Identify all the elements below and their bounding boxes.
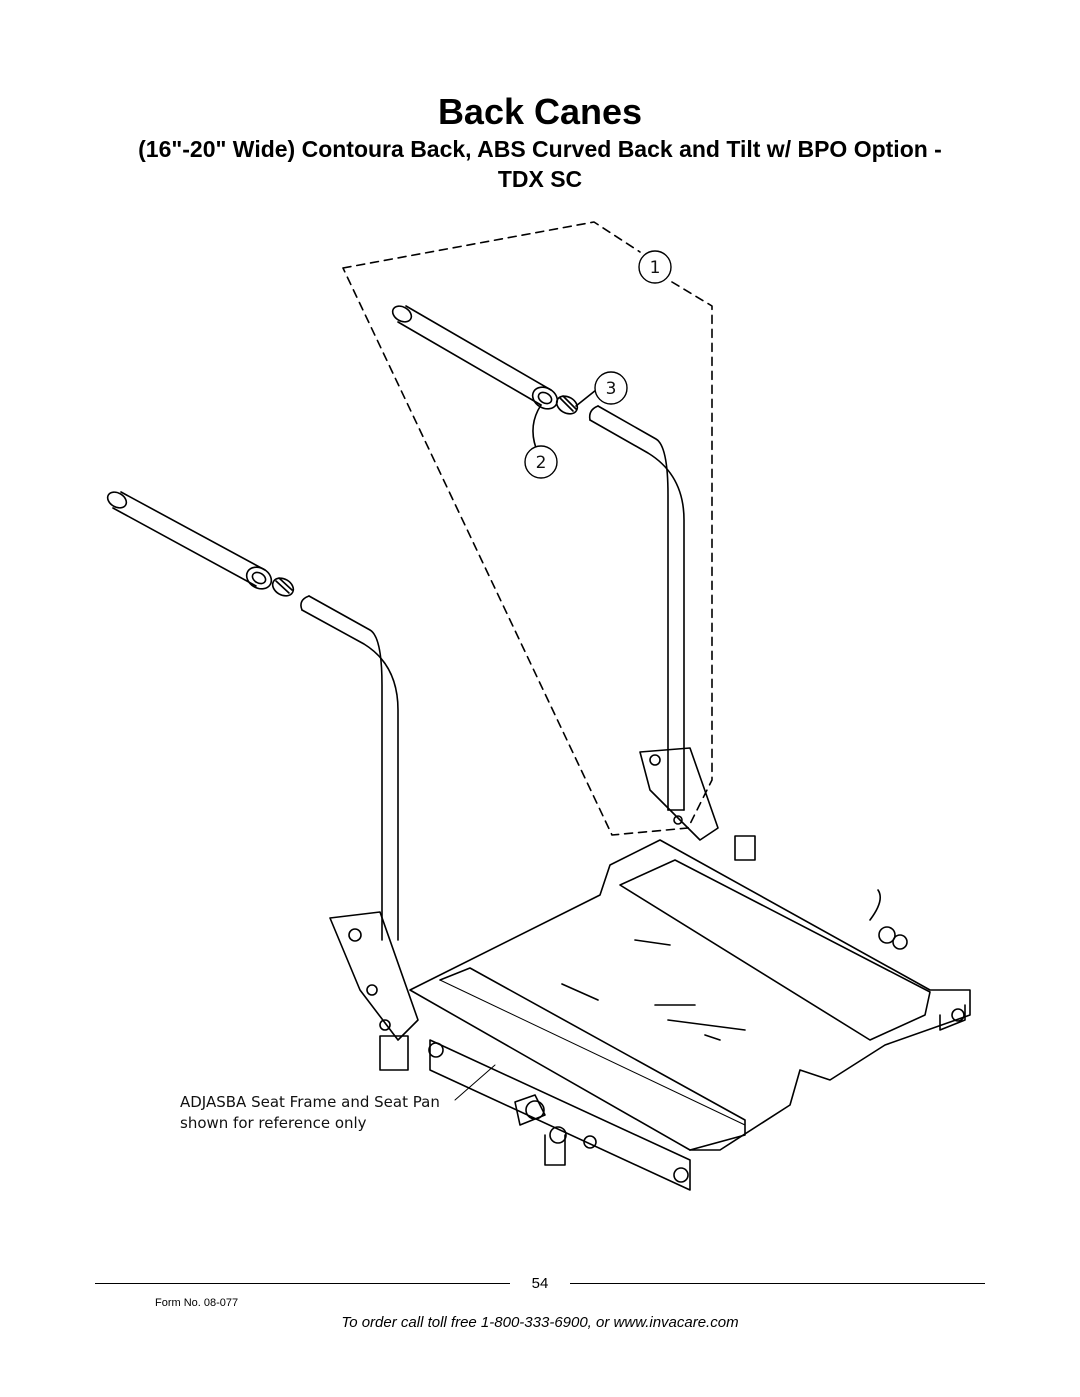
page-subtitle: (16"-20" Wide) Contoura Back, ABS Curved… bbox=[40, 134, 1040, 194]
end-plug-upper bbox=[555, 395, 579, 415]
subtitle-line-2: TDX SC bbox=[497, 166, 583, 192]
reference-note-line-1: ADJASBA Seat Frame and Seat Pan bbox=[180, 1093, 440, 1111]
order-info: To order call toll free 1-800-333-6900, … bbox=[341, 1314, 739, 1331]
callout-1-number: 1 bbox=[650, 258, 661, 278]
footer-rule-left bbox=[95, 1283, 510, 1284]
handle-grip-lower bbox=[106, 491, 273, 590]
callout-1: 1 bbox=[638, 250, 672, 284]
back-cane-right bbox=[588, 405, 756, 861]
subtitle-line-1: (16"-20" Wide) Contoura Back, ABS Curved… bbox=[138, 136, 942, 162]
callout-2-leader bbox=[532, 404, 542, 449]
reference-note-line-2: shown for reference only bbox=[180, 1114, 367, 1132]
callout-3: 3 bbox=[594, 371, 628, 405]
callout-2-number: 2 bbox=[536, 453, 547, 473]
callout-3-number: 3 bbox=[606, 379, 617, 399]
form-number: Form No. 08-077 bbox=[155, 1297, 239, 1309]
callout-2: 2 bbox=[524, 445, 558, 479]
handle-grip-upper bbox=[391, 305, 559, 410]
page-title: Back Canes bbox=[437, 91, 643, 132]
callout-3-leader bbox=[575, 389, 597, 407]
footer-rule-right bbox=[570, 1283, 985, 1284]
back-cane-left bbox=[300, 595, 444, 1071]
seat-frame-reference bbox=[409, 839, 971, 1191]
back-canes-exploded-diagram: 1 2 3 ADJASBA Seat Frame and Seat Pan sh… bbox=[106, 221, 971, 1191]
end-plug-lower bbox=[271, 577, 295, 597]
detail-boundary-dashed bbox=[342, 221, 713, 836]
page-number: 54 bbox=[531, 1275, 549, 1292]
